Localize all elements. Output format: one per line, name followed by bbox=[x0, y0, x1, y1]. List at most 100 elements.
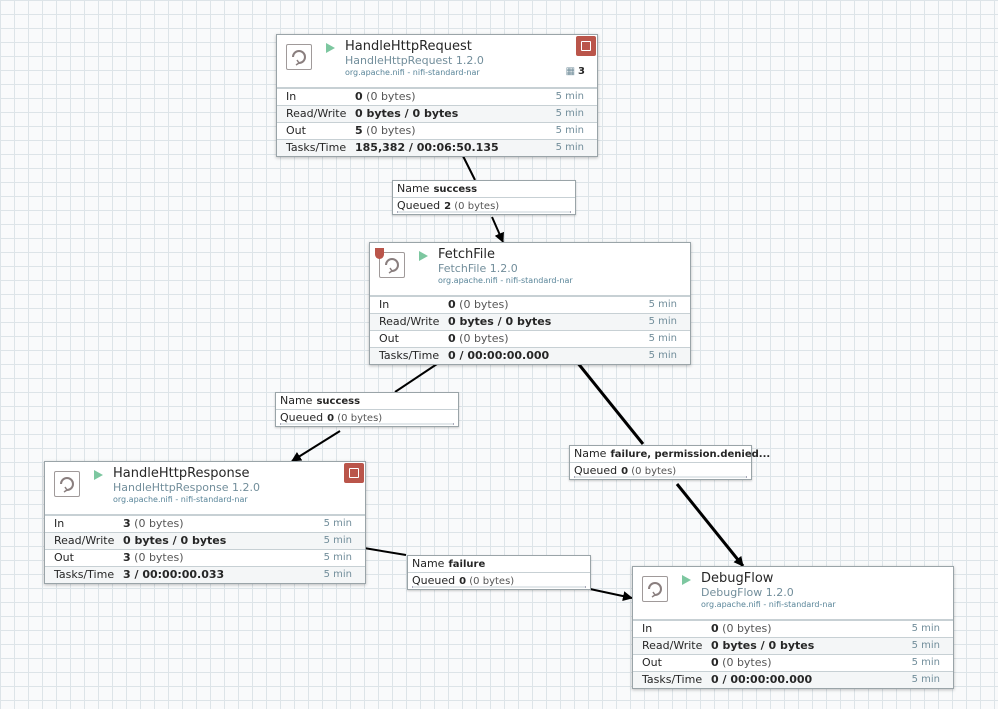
processor-icon bbox=[286, 44, 312, 70]
processor-header: DebugFlow DebugFlow 1.2.0 org.apache.nif… bbox=[633, 567, 953, 620]
processor-name: HandleHttpRequest bbox=[345, 39, 472, 54]
link-fetch-to-label3 bbox=[575, 361, 645, 445]
play-icon bbox=[682, 575, 691, 585]
stat-window: 5 min bbox=[648, 299, 677, 310]
stat-row-tasks: Tasks/Time 0 / 00:00:00.000 5 min bbox=[370, 347, 690, 364]
stat-value: 3 / 00:00:00.033 bbox=[123, 568, 225, 581]
play-icon bbox=[419, 251, 428, 261]
stat-window: 5 min bbox=[648, 350, 677, 361]
processor-name: FetchFile bbox=[438, 247, 496, 262]
link-request-to-label1 bbox=[461, 153, 476, 181]
processor-name: DebugFlow bbox=[701, 571, 774, 586]
stat-value: 0 bytes / 0 bytes bbox=[123, 534, 227, 547]
stat-row-out: Out 0 (0 bytes) 5 min bbox=[370, 330, 690, 347]
processor-header: FetchFile FetchFile 1.2.0 org.apache.nif… bbox=[370, 243, 690, 296]
stat-window: 5 min bbox=[911, 674, 940, 685]
stat-window: 5 min bbox=[555, 142, 584, 153]
stat-window: 5 min bbox=[648, 333, 677, 344]
stat-label: Tasks/Time bbox=[286, 141, 347, 154]
stat-value: 0 bytes / 0 bytes bbox=[711, 639, 815, 652]
processor-bundle: org.apache.nifi - nifi-standard-nar bbox=[345, 68, 480, 77]
stat-value: 0 / 00:00:00.000 bbox=[711, 673, 813, 686]
stat-window: 5 min bbox=[648, 316, 677, 327]
stat-window: 5 min bbox=[911, 657, 940, 668]
bulletin-icon[interactable] bbox=[576, 36, 596, 56]
stat-label: Read/Write bbox=[379, 315, 440, 328]
processor-header: HandleHttpResponse HandleHttpResponse 1.… bbox=[45, 462, 365, 515]
play-icon bbox=[94, 470, 103, 480]
stat-value: 0 (0 bytes) bbox=[448, 298, 509, 311]
processor-icon bbox=[54, 471, 80, 497]
stat-label: In bbox=[54, 517, 65, 530]
processor-handlehttprequest[interactable]: HandleHttpRequest HandleHttpRequest 1.2.… bbox=[276, 34, 598, 157]
processor-name: HandleHttpResponse bbox=[113, 466, 250, 481]
stat-row-in: In 0 (0 bytes) 5 min bbox=[633, 620, 953, 637]
stat-row-out: Out 5 (0 bytes) 5 min bbox=[277, 122, 597, 139]
restricted-badge-icon bbox=[375, 248, 384, 259]
stat-window: 5 min bbox=[911, 640, 940, 651]
stat-label: Read/Write bbox=[286, 107, 347, 120]
stat-value: 3 (0 bytes) bbox=[123, 551, 184, 564]
stat-value: 0 (0 bytes) bbox=[711, 656, 772, 669]
stat-value: 0 bytes / 0 bytes bbox=[355, 107, 459, 120]
link-fetch-to-label2 bbox=[394, 361, 441, 393]
stat-row-tasks: Tasks/Time 3 / 00:00:00.033 5 min bbox=[45, 566, 365, 583]
stat-window: 5 min bbox=[555, 91, 584, 102]
processor-handlehttpresponse[interactable]: HandleHttpResponse HandleHttpResponse 1.… bbox=[44, 461, 366, 584]
stat-window: 5 min bbox=[323, 535, 352, 546]
stat-value: 3 (0 bytes) bbox=[123, 517, 184, 530]
queue-progress-bar bbox=[397, 211, 571, 213]
stat-window: 5 min bbox=[323, 552, 352, 563]
stat-value: 0 (0 bytes) bbox=[711, 622, 772, 635]
stat-label: Tasks/Time bbox=[379, 349, 440, 362]
stat-value: 5 (0 bytes) bbox=[355, 124, 416, 137]
queue-progress-bar bbox=[280, 423, 454, 425]
stat-row-read-write: Read/Write 0 bytes / 0 bytes 5 min bbox=[45, 532, 365, 549]
play-icon bbox=[326, 43, 335, 53]
stat-label: Out bbox=[642, 656, 662, 669]
processor-icon bbox=[642, 576, 668, 602]
processor-debugflow[interactable]: DebugFlow DebugFlow 1.2.0 org.apache.nif… bbox=[632, 566, 954, 689]
processor-fetchfile[interactable]: FetchFile FetchFile 1.2.0 org.apache.nif… bbox=[369, 242, 691, 365]
link-label2-to-response bbox=[291, 430, 341, 462]
stat-value: 185,382 / 00:06:50.135 bbox=[355, 141, 499, 154]
processor-header: HandleHttpRequest HandleHttpRequest 1.2.… bbox=[277, 35, 597, 88]
active-threads: ▦3 bbox=[565, 66, 585, 77]
stat-window: 5 min bbox=[323, 518, 352, 529]
stat-value: 0 bytes / 0 bytes bbox=[448, 315, 552, 328]
processor-bundle: org.apache.nifi - nifi-standard-nar bbox=[113, 495, 248, 504]
stat-window: 5 min bbox=[555, 108, 584, 119]
stat-label: Tasks/Time bbox=[642, 673, 703, 686]
processor-type: DebugFlow 1.2.0 bbox=[701, 586, 794, 599]
stat-row-in: In 0 (0 bytes) 5 min bbox=[277, 88, 597, 105]
queue-progress-bar bbox=[412, 586, 586, 588]
stat-label: In bbox=[379, 298, 390, 311]
stat-label: In bbox=[642, 622, 653, 635]
link-label1-to-fetch bbox=[491, 216, 504, 243]
stat-value: 0 (0 bytes) bbox=[448, 332, 509, 345]
bulletin-icon[interactable] bbox=[344, 463, 364, 483]
processor-type: HandleHttpResponse 1.2.0 bbox=[113, 481, 260, 494]
processor-icon bbox=[379, 252, 405, 278]
stat-label: Out bbox=[54, 551, 74, 564]
processor-bundle: org.apache.nifi - nifi-standard-nar bbox=[438, 276, 573, 285]
stat-row-read-write: Read/Write 0 bytes / 0 bytes 5 min bbox=[633, 637, 953, 654]
active-threads-icon: ▦ bbox=[565, 66, 576, 77]
stat-value: 0 (0 bytes) bbox=[355, 90, 416, 103]
processor-type: FetchFile 1.2.0 bbox=[438, 262, 518, 275]
stat-window: 5 min bbox=[911, 623, 940, 634]
stat-row-read-write: Read/Write 0 bytes / 0 bytes 5 min bbox=[370, 313, 690, 330]
stat-label: Tasks/Time bbox=[54, 568, 115, 581]
stat-label: In bbox=[286, 90, 297, 103]
stat-label: Read/Write bbox=[54, 534, 115, 547]
